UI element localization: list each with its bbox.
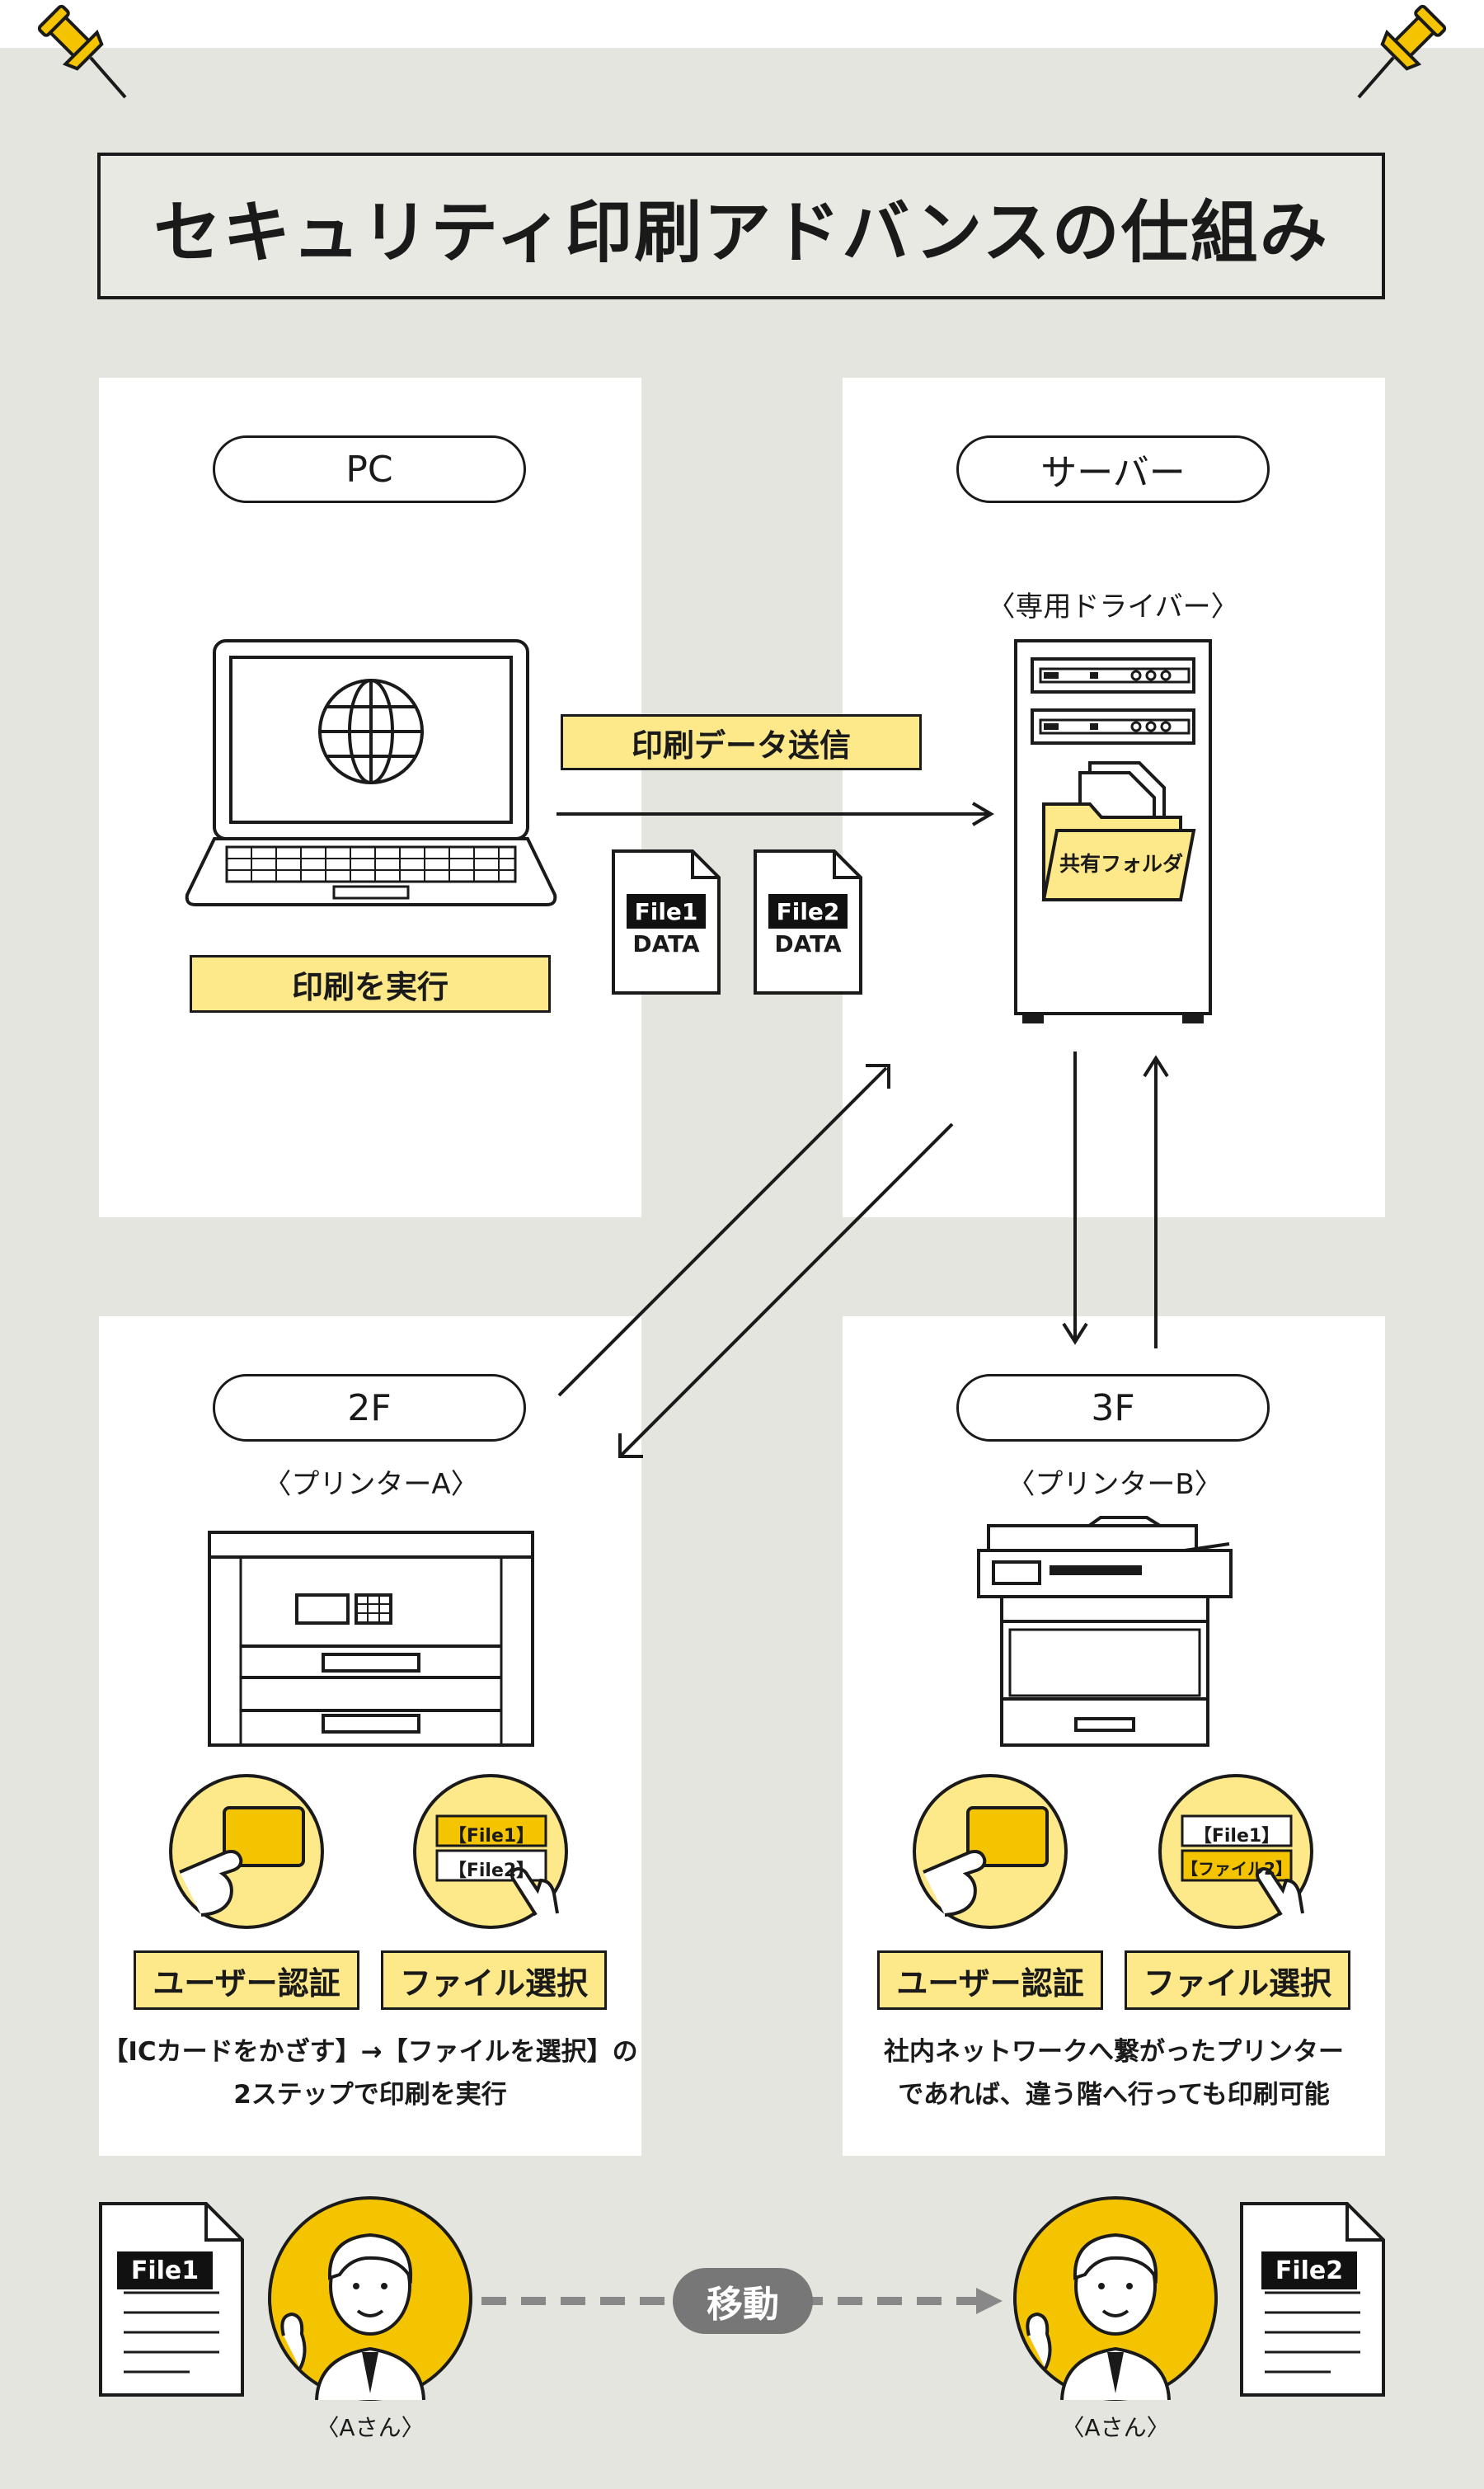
printerA-to-server-arrow-icon (557, 1064, 890, 1397)
floor2-label: 2F (213, 1374, 526, 1442)
person-left-label: 〈Aさん〉 (316, 2414, 425, 2441)
floor2-caption-line2: 2ステップで印刷を実行 (233, 2080, 507, 2110)
file2-doc-data: DATA (774, 930, 842, 957)
shared-folder-icon (1041, 761, 1196, 901)
user-auth-label-2f: ユーザー認証 (134, 1950, 359, 2010)
printerA-icon (208, 1531, 534, 1747)
file-select-label-3f: ファイル選択 (1125, 1950, 1350, 2010)
file-select-card-line1-2f: 【File1】 (448, 1826, 535, 1847)
file-select-card-line2-3f: 【ファイル2】 (1181, 1859, 1292, 1879)
user-auth-label-3f: ユーザー認証 (877, 1950, 1103, 2010)
file-select-label-2f: ファイル選択 (381, 1950, 607, 2010)
floor3-label: 3F (956, 1374, 1270, 1442)
server-to-printerB-arrow-icon (1062, 1052, 1088, 1345)
person-right-label: 〈Aさん〉 (1061, 2414, 1170, 2441)
bottom-file1-name: File1 (117, 2251, 213, 2289)
send-arrow-icon (556, 802, 994, 826)
floor3-caption-line2: であれば、違う階へ行っても印刷可能 (898, 2080, 1330, 2110)
floor2-caption-line1: 【ICカードをかざす】→【ファイルを選択】の (102, 2037, 638, 2067)
execute-print-label: 印刷を実行 (190, 955, 551, 1013)
page-title: セキュリティ印刷アドバンスの仕組み (97, 153, 1385, 299)
file2-doc-name: File2 (768, 894, 848, 929)
ic-card-touch-icon-3f (913, 1774, 1068, 1929)
send-data-label: 印刷データ送信 (561, 714, 922, 770)
person-right-avatar (1013, 2196, 1218, 2401)
bottom-file1-document-icon (99, 2202, 244, 2397)
bottom-file2-name: File2 (1261, 2251, 1357, 2289)
pushpin-left-icon (37, 4, 127, 99)
bottom-file2-document-icon (1240, 2202, 1385, 2397)
server-to-printerA-arrow-icon (618, 1122, 954, 1458)
printerB-icon (977, 1516, 1233, 1747)
pushpin-right-icon (1357, 4, 1447, 99)
printerA-label: 〈プリンターA〉 (263, 1468, 479, 1501)
person-left-avatar (268, 2196, 472, 2401)
ic-card-touch-icon-2f (169, 1774, 324, 1929)
driver-label: 〈専用ドライバー〉 (987, 590, 1239, 623)
file-select-touch-icon-3f (1158, 1774, 1313, 1929)
file1-doc-name: File1 (627, 894, 706, 929)
shared-folder-label: 共有フォルダ (1059, 852, 1183, 876)
laptop-icon (185, 639, 557, 906)
move-label: 移動 (673, 2268, 813, 2334)
pc-label: PC (213, 435, 526, 503)
floor3-caption-line1: 社内ネットワークへ繋がったプリンター (884, 2037, 1344, 2067)
file-select-card-line2-2f: 【File2】 (448, 1861, 535, 1881)
file1-doc-data: DATA (632, 930, 700, 957)
server-label: サーバー (956, 435, 1270, 503)
printerB-to-server-arrow-icon (1143, 1055, 1169, 1348)
file-select-touch-icon-2f (413, 1774, 568, 1929)
printerB-label: 〈プリンターB〉 (1007, 1468, 1223, 1501)
file-select-card-line1-3f: 【File1】 (1193, 1826, 1280, 1847)
